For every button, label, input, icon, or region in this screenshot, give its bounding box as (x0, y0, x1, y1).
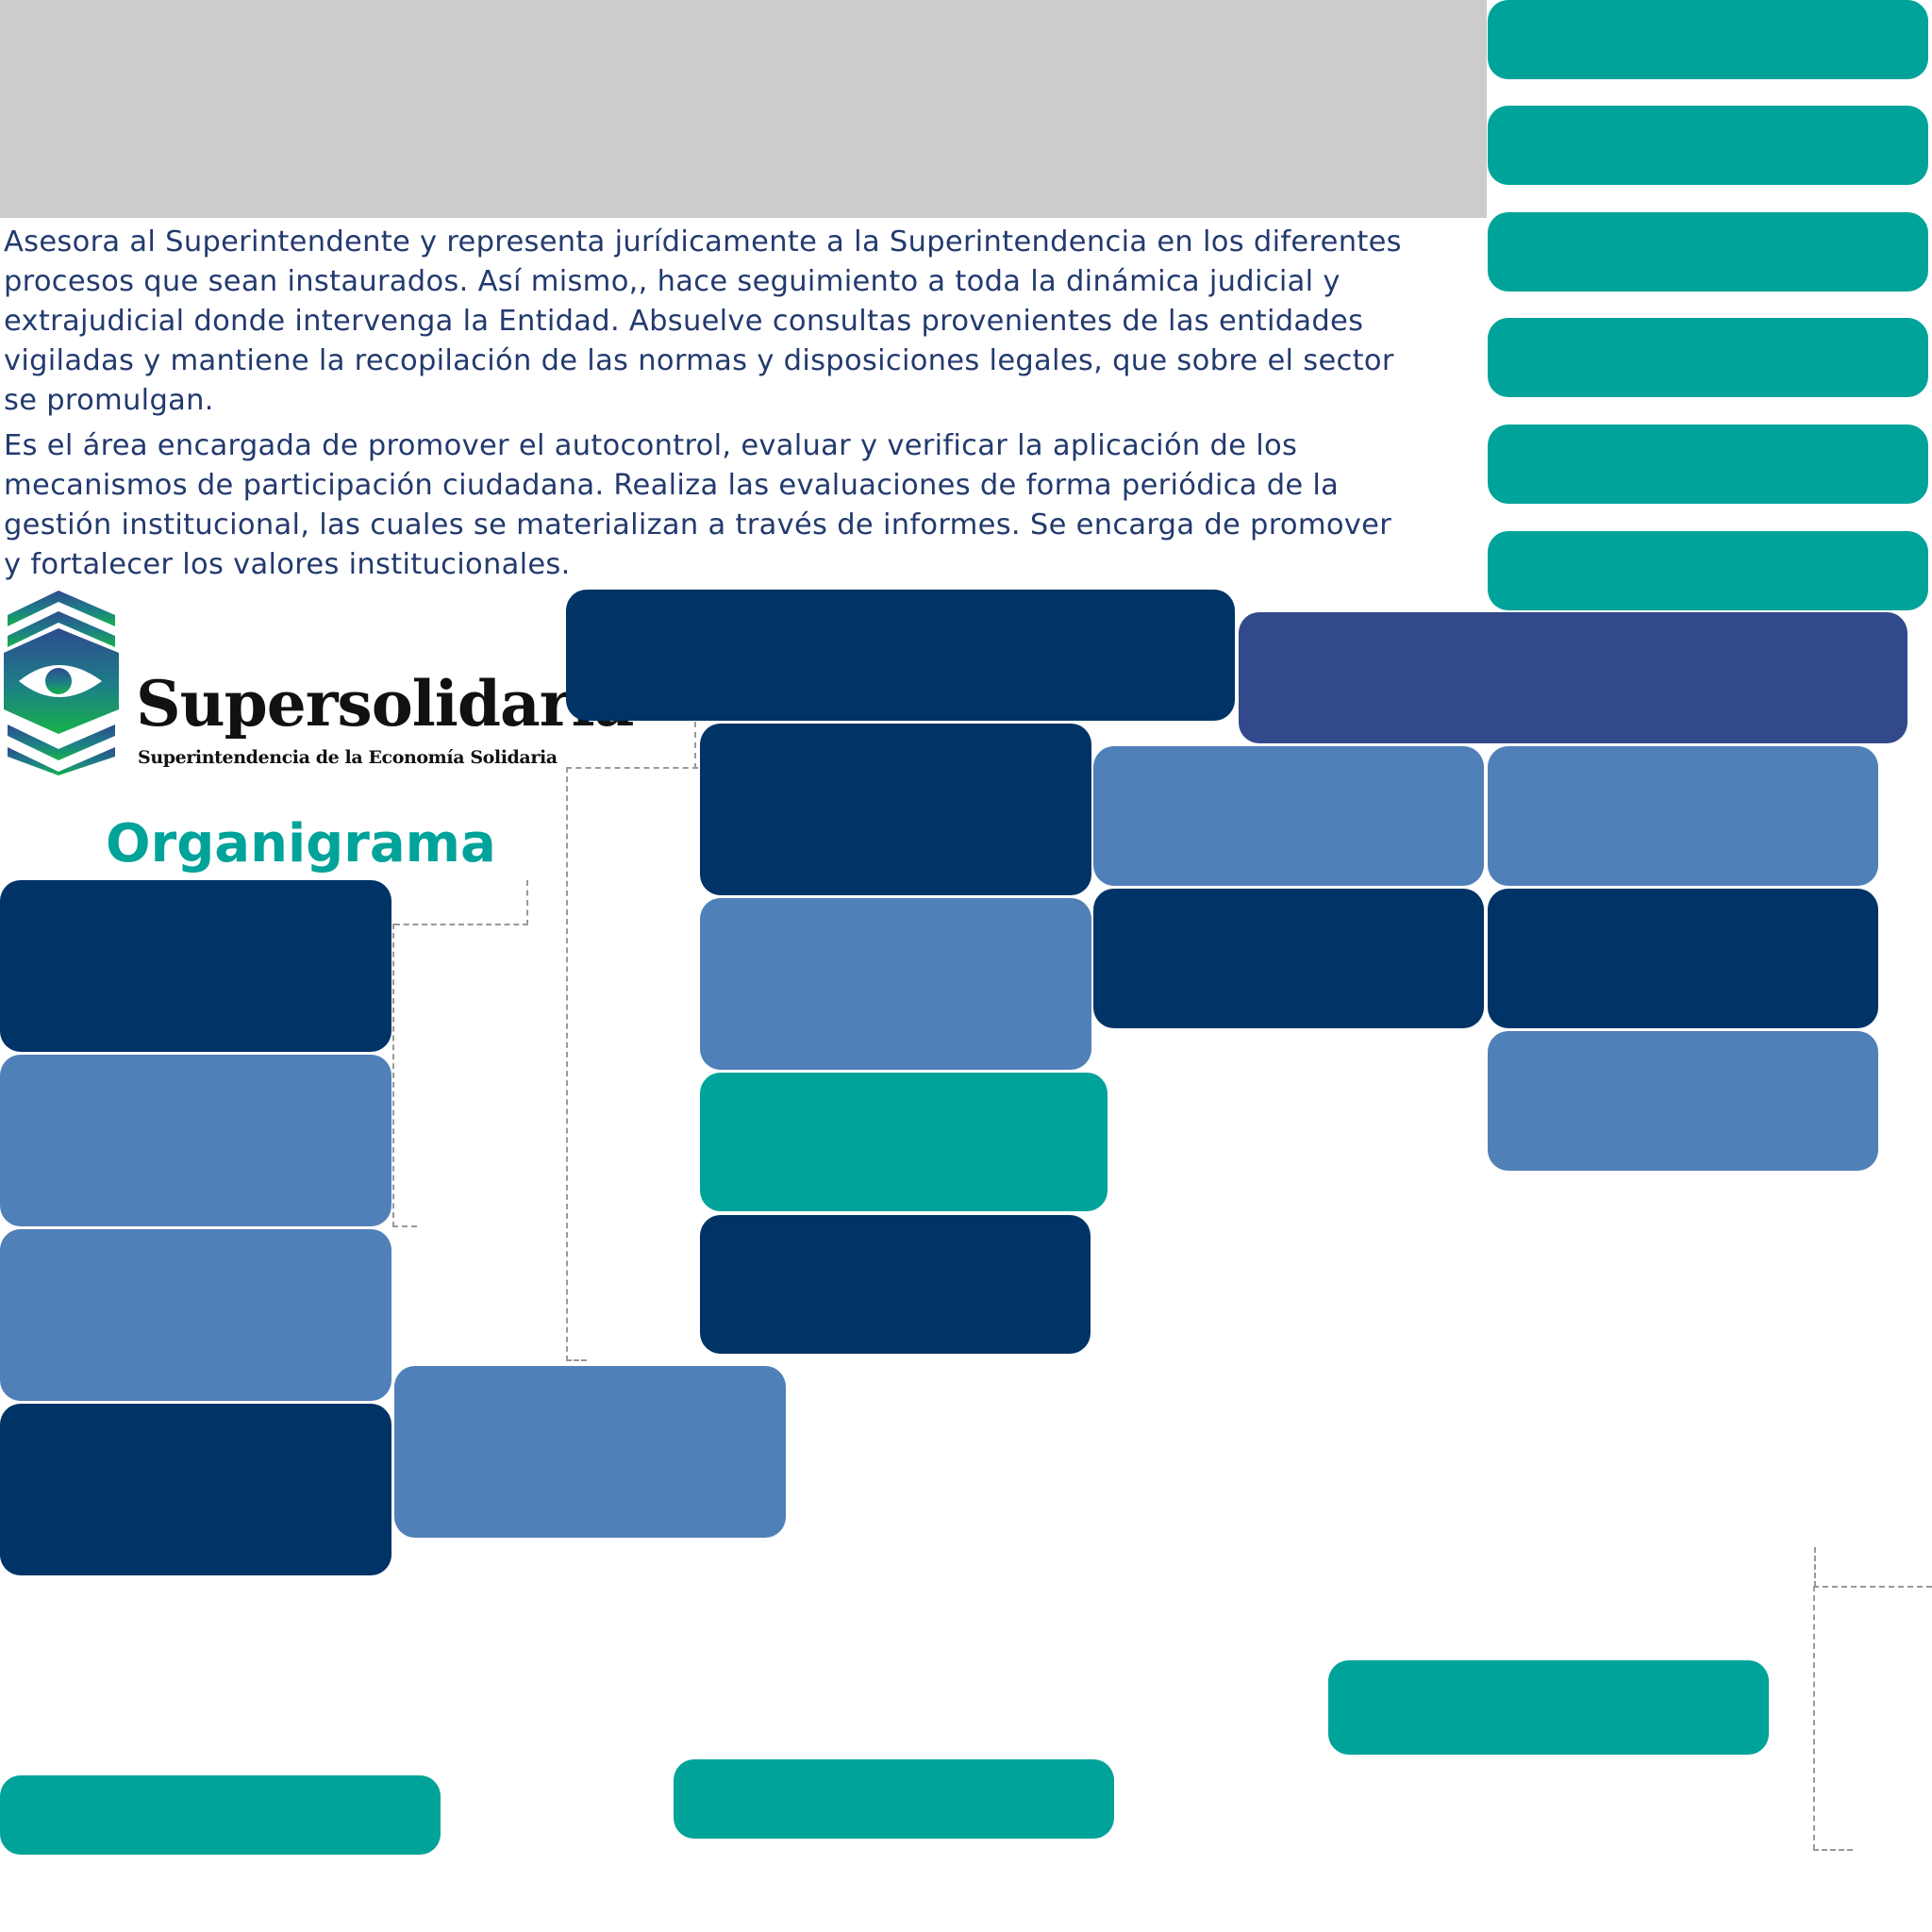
connector-line (1813, 1849, 1853, 1853)
org-node-left-4[interactable] (0, 1404, 391, 1575)
connector-line (394, 880, 528, 925)
menu-pill-5[interactable] (1488, 425, 1928, 504)
org-node-right-3[interactable] (1093, 889, 1484, 1028)
connector-line (392, 924, 396, 1227)
org-node-teal-pill-1[interactable] (1328, 1660, 1769, 1755)
org-node-left-1[interactable] (0, 880, 391, 1052)
logo-subtitle: Superintendencia de la Economía Solidari… (138, 747, 558, 768)
org-node-left-2[interactable] (0, 1055, 391, 1226)
logo-wordmark: Supersolidaria (136, 667, 634, 741)
org-node-teal-pill-2[interactable] (674, 1759, 1114, 1839)
logo-mark-icon (4, 591, 119, 775)
connector-line (1813, 1586, 1932, 1590)
org-node-center-3[interactable] (700, 1073, 1108, 1211)
connector-line (566, 767, 570, 1361)
org-node-left-5[interactable] (394, 1366, 786, 1538)
logo (0, 587, 566, 775)
org-node-right-2[interactable] (1488, 746, 1878, 886)
org-node-advisory[interactable] (1239, 612, 1907, 743)
org-node-right-5[interactable] (1488, 1031, 1878, 1171)
org-node-right-4[interactable] (1488, 889, 1878, 1028)
menu-pill-1[interactable] (1488, 0, 1928, 79)
connector-line (566, 1359, 587, 1363)
connector-line (392, 1225, 417, 1229)
connector-line (694, 722, 698, 769)
org-node-center-1[interactable] (700, 724, 1091, 895)
org-node-center-2[interactable] (700, 898, 1091, 1070)
org-node-center-4[interactable] (700, 1215, 1091, 1354)
menu-pill-3[interactable] (1488, 212, 1928, 291)
description-internal-control: Es el área encargada de promover el auto… (4, 429, 1392, 581)
description-legal-office: Asesora al Superintendente y representa … (4, 225, 1402, 417)
connector-line (566, 767, 698, 771)
menu-pill-4[interactable] (1488, 318, 1928, 397)
placeholder-image (0, 0, 1487, 218)
org-node-right-1[interactable] (1093, 746, 1484, 886)
menu-pill-2[interactable] (1488, 106, 1928, 185)
org-node-teal-pill-3[interactable] (0, 1775, 441, 1855)
connector-line (1812, 1547, 1816, 1587)
org-node-superintendent[interactable] (566, 590, 1235, 721)
connector-line (1813, 1586, 1817, 1850)
menu-pill-6[interactable] (1488, 531, 1928, 610)
org-node-left-3[interactable] (0, 1229, 391, 1401)
org-chart-title: Organigrama (106, 813, 496, 874)
